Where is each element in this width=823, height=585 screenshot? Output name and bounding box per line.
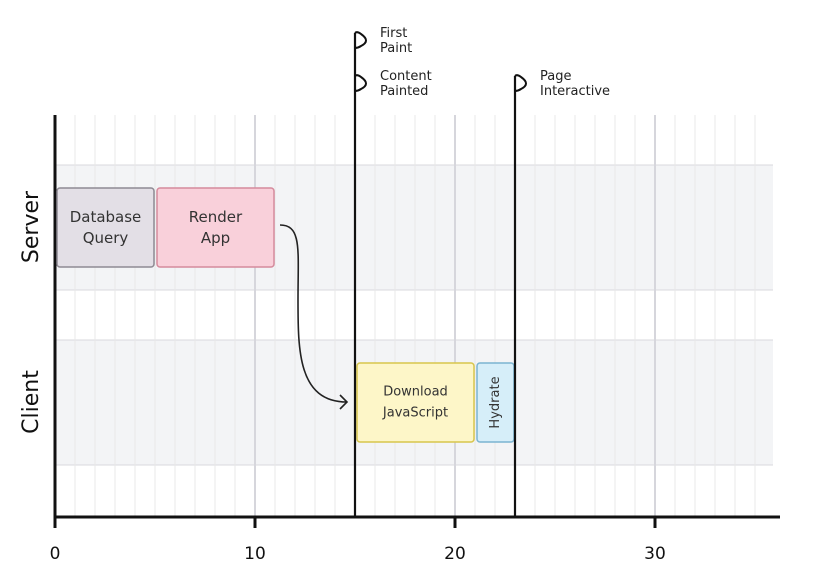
flag-icon [354, 74, 367, 92]
marker-label: First [380, 26, 407, 41]
task-label: Download [383, 385, 448, 400]
task-label: JavaScript [382, 406, 448, 421]
marker-label: Painted [380, 84, 428, 99]
task-blocks: DatabaseQueryRenderAppDownloadJavaScript… [56, 187, 515, 443]
connector-arrow [279, 224, 349, 410]
x-axis-ticks: 0 10 20 30 [50, 517, 666, 564]
marker-label: Page [540, 69, 571, 84]
tick-label: 0 [50, 544, 61, 564]
tick-label: 20 [444, 544, 466, 564]
connector-path [279, 224, 348, 403]
marker-label: Interactive [540, 84, 610, 99]
tick-label: 30 [644, 544, 666, 564]
flag-icon [354, 31, 367, 49]
arrow-head [339, 394, 349, 410]
task-label: App [201, 229, 230, 247]
lane-label: Server [19, 190, 44, 263]
lane-label: Client [19, 370, 44, 434]
marker-label: Paint [380, 41, 412, 56]
axes [53, 115, 780, 519]
flag-icon [514, 74, 527, 92]
task-box [156, 187, 275, 268]
task-block: Hydrate [476, 362, 515, 443]
tick-label: 10 [244, 544, 266, 564]
task-label: Hydrate [488, 376, 503, 428]
task-label: Render [189, 208, 243, 226]
task-box [356, 362, 475, 443]
marker-label: Content [380, 69, 432, 84]
task-label: Database [70, 208, 142, 226]
task-box [56, 187, 155, 268]
task-label: Query [83, 229, 129, 247]
